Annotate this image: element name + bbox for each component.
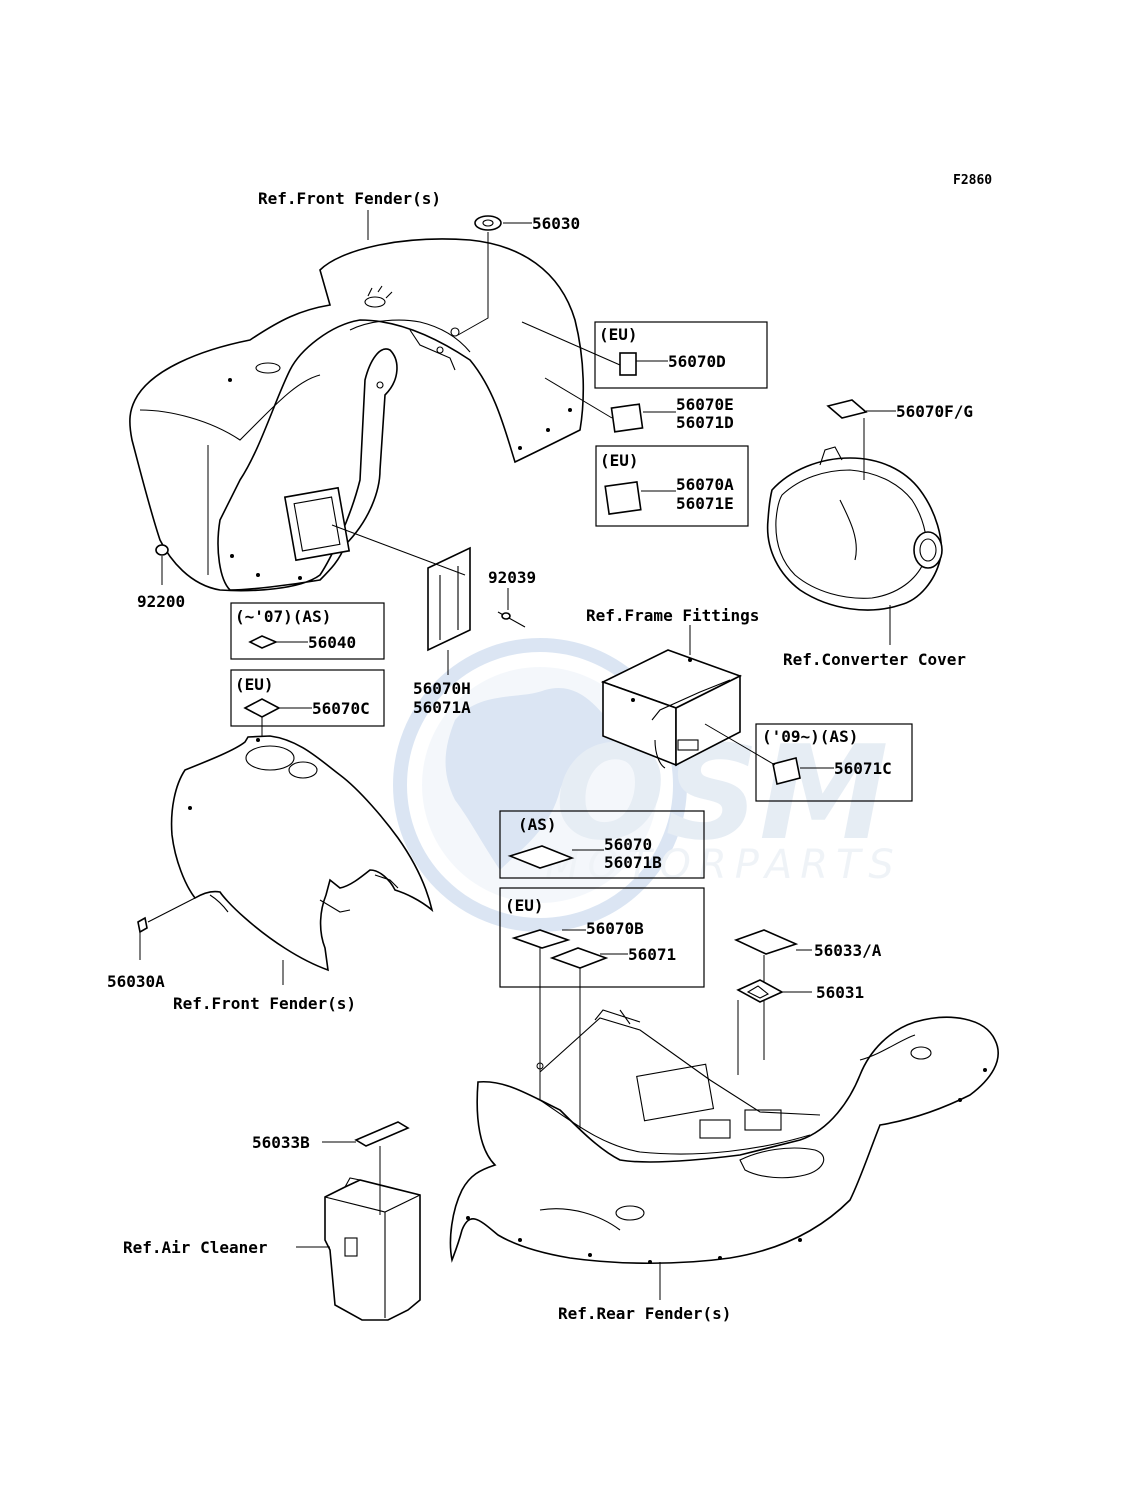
label-56070-icon [507, 845, 575, 869]
part-56071E: 56071E [676, 494, 734, 513]
ref-front-fender-top: Ref.Front Fender(s) [258, 189, 441, 208]
part-56040: 56040 [308, 633, 356, 652]
group-box-eu-56070d [594, 321, 768, 389]
part-56070D: 56070D [668, 352, 726, 371]
ref-front-fender-bottom: Ref.Front Fender(s) [173, 994, 356, 1013]
group-eu-4: (EU) [505, 896, 544, 915]
group-box-eu-56070b [499, 887, 705, 988]
watermark-tagline: MOTORPARTS [545, 842, 902, 888]
group-as-07: (~'07)(AS) [235, 607, 331, 626]
label-56040-icon [248, 635, 279, 649]
label-56070d-icon [619, 352, 637, 376]
ref-air-cleaner: Ref.Air Cleaner [123, 1238, 268, 1257]
part-56070E: 56070E [676, 395, 734, 414]
part-92039: 92039 [488, 568, 536, 587]
part-56070H: 56070H [413, 679, 471, 698]
group-eu-3: (EU) [235, 675, 274, 694]
label-56071c-icon [772, 757, 801, 785]
part-56070FG: 56070F/G [896, 402, 973, 421]
group-eu-1: (EU) [599, 325, 638, 344]
part-56030: 56030 [532, 214, 580, 233]
label-56033b-icon [354, 1121, 410, 1147]
group-box-as-07 [230, 602, 385, 660]
part-92200: 92200 [137, 592, 185, 611]
part-56071: 56071 [628, 945, 676, 964]
ref-rear-fender: Ref.Rear Fender(s) [558, 1304, 731, 1323]
part-56070: 56070 [604, 835, 652, 854]
label-56071-icon [549, 947, 609, 969]
group-box-eu-56070c [230, 669, 385, 727]
group-as-09: ('09~)(AS) [762, 727, 858, 746]
watermark-logo: OSM MOTORPARTS [393, 638, 902, 932]
converter-cover-illustration [766, 446, 943, 611]
label-56070fg-icon [826, 399, 868, 419]
rear-fender-illustration [449, 1009, 999, 1265]
part-56070A: 56070A [676, 475, 734, 494]
group-eu-2: (EU) [600, 451, 639, 470]
group-box-as-09 [755, 723, 913, 802]
label-sheet-56070h-illustration [427, 546, 471, 652]
ref-frame-fittings: Ref.Frame Fittings [586, 606, 759, 625]
watermark-brand: OSM [555, 717, 889, 869]
ref-converter-cover: Ref.Converter Cover [783, 650, 966, 669]
part-56031: 56031 [816, 983, 864, 1002]
part-56071C: 56071C [834, 759, 892, 778]
frame-fittings-illustration [600, 649, 743, 769]
group-as: (AS) [518, 815, 557, 834]
label-56030a-illustration [137, 916, 148, 934]
cap-56030-illustration [474, 215, 502, 231]
air-cleaner-illustration [324, 1177, 421, 1321]
part-56071A: 56071A [413, 698, 471, 717]
group-box-eu-56070a [595, 445, 749, 527]
part-56030A: 56030A [107, 972, 165, 991]
label-56070a-icon [604, 481, 642, 515]
grommet-92200-illustration [155, 544, 169, 556]
label-56070b-icon [511, 929, 571, 949]
label-56033a-icon [733, 929, 799, 955]
group-box-as [499, 810, 705, 879]
screw-92039-illustration [497, 611, 526, 628]
label-56031-icon [736, 979, 784, 1003]
part-56033A: 56033/A [814, 941, 882, 960]
label-56070c-icon [243, 698, 281, 718]
part-56033B: 56033B [252, 1133, 310, 1152]
front-fender-top-illustration [129, 238, 585, 592]
part-56071B: 56071B [604, 853, 662, 872]
figure-code: F2860 [953, 173, 992, 188]
part-56070B: 56070B [586, 919, 644, 938]
front-fender-bottom-illustration [170, 735, 434, 972]
part-56071D: 56071D [676, 413, 734, 432]
part-56070C: 56070C [312, 699, 370, 718]
label-56070e-icon [610, 403, 644, 433]
